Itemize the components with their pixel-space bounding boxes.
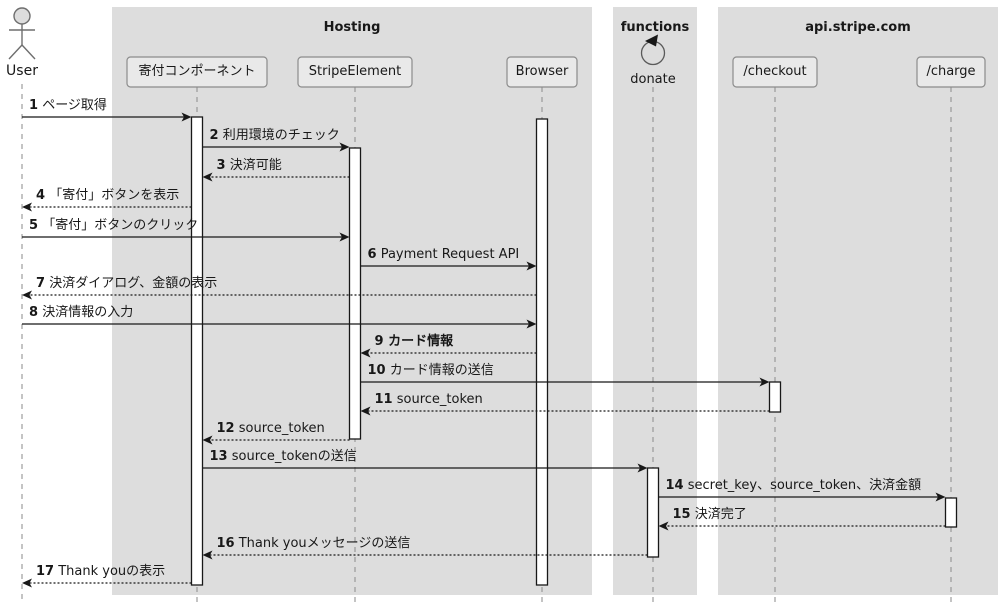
message-label-6: 6 Payment Request API [368,247,520,262]
activation-bar-browser [535,118,549,586]
message-text: ページ取得 [42,98,107,113]
message-number: 2 [209,128,219,143]
message-number: 1 [29,98,39,113]
message-number: 12 [216,421,235,436]
message-label-1: 1 ページ取得 [29,98,107,113]
message-label-12: 12 source_token [217,421,325,436]
message-text: 決済完了 [694,507,747,522]
message-number: 8 [29,305,39,320]
message-label-10: 10 カード情報の送信 [368,363,494,378]
message-text: カード情報の送信 [389,363,494,378]
message-number: 11 [374,392,393,407]
actor-label-user: User [6,63,38,79]
message-number: 7 [36,276,46,291]
group-box-title-functions: functions [620,20,690,35]
activation-bar-checkout [768,381,782,413]
message-arrowhead-icon-3 [202,172,213,182]
message-number: 17 [36,564,55,579]
message-label-2: 2 利用環境のチェック [210,128,340,143]
message-label-3: 3 決済可能 [217,158,282,173]
message-text: Thank youの表示 [58,564,166,579]
actor-leg-left-icon [8,44,23,60]
participant-label-charge: /charge [926,64,976,79]
message-number: 15 [672,507,691,522]
message-number: 4 [36,188,46,203]
participant-label-checkout: /checkout [743,64,807,79]
message-text: 決済情報の入力 [42,305,134,320]
message-arrowhead-icon-9 [360,348,371,358]
participant-box-checkout [732,56,818,88]
message-text: 決済可能 [229,158,282,173]
message-number: 9 [374,334,384,349]
message-text: Payment Request API [380,247,520,262]
message-label-11: 11 source_token [375,392,483,407]
message-text: source_tokenの送信 [231,449,357,464]
message-arrowhead-icon-16 [202,550,213,560]
message-arrowhead-icon-5 [339,232,350,242]
message-number: 10 [367,363,386,378]
message-text: 「寄付」ボタンを表示 [49,188,180,203]
message-text: 利用環境のチェック [222,128,340,143]
message-arrowhead-icon-4 [22,202,32,212]
message-arrowhead-icon-11 [360,406,371,416]
message-text: Thank youメッセージの送信 [238,536,411,551]
participant-label-component: 寄付コンポーネント [138,64,256,79]
participant-box-component [126,56,268,88]
message-arrowhead-icon-1 [181,112,192,122]
message-text: 「寄付」ボタンのクリック [42,218,199,233]
message-label-7: 7 決済ダイアログ、金額の表示 [36,276,217,291]
message-number: 6 [367,247,377,262]
activation-bar-stripe [348,147,362,440]
message-number: 3 [216,158,226,173]
message-arrowhead-icon-17 [22,578,32,588]
message-label-4: 4 「寄付」ボタンを表示 [36,188,179,203]
message-label-16: 16 Thank youメッセージの送信 [217,536,411,551]
message-text: 決済ダイアログ、金額の表示 [49,276,218,291]
message-label-9: 9 カード情報 [375,334,454,349]
message-arrowhead-icon-10 [759,377,770,387]
message-text: カード情報 [388,334,454,349]
group-box-title-hosting: Hosting [323,20,381,35]
message-text: secret_key、source_token、決済金額 [687,478,922,493]
message-arrowhead-icon-8 [526,319,537,329]
activation-bar-donate [646,467,660,558]
message-arrowhead-icon-15 [658,521,669,531]
control-icon-arrow [645,34,658,47]
activation-bar-charge [944,497,958,528]
message-number: 5 [29,218,39,233]
message-arrowhead-icon-2 [339,142,350,152]
message-label-5: 5 「寄付」ボタンのクリック [29,218,198,233]
actor-head-icon [13,7,31,25]
message-text: source_token [238,421,325,436]
message-arrowhead-icon-14 [935,492,946,502]
message-arrowhead-icon-6 [526,261,537,271]
activation-bar-component [190,116,204,586]
message-number: 14 [665,478,684,493]
participant-label-stripe: StripeElement [308,64,402,79]
message-label-14: 14 secret_key、source_token、決済金額 [666,478,922,493]
participant-box-charge [916,56,986,88]
participant-box-stripe [297,56,413,88]
message-arrowhead-icon-7 [22,290,32,300]
message-arrowhead-icon-12 [202,435,213,445]
message-label-13: 13 source_tokenの送信 [210,449,357,464]
group-box-title-api: api.stripe.com [805,20,911,35]
message-number: 13 [209,449,228,464]
message-label-15: 15 決済完了 [673,507,747,522]
message-arrowhead-icon-13 [637,463,648,473]
participant-box-browser [506,56,578,88]
participant-label-donate: donate [630,72,676,87]
actor-leg-right-icon [21,44,36,60]
message-label-17: 17 Thank youの表示 [36,564,165,579]
message-text: source_token [396,392,483,407]
message-label-8: 8 決済情報の入力 [29,305,133,320]
participant-label-browser: Browser [515,64,569,79]
message-number: 16 [216,536,235,551]
